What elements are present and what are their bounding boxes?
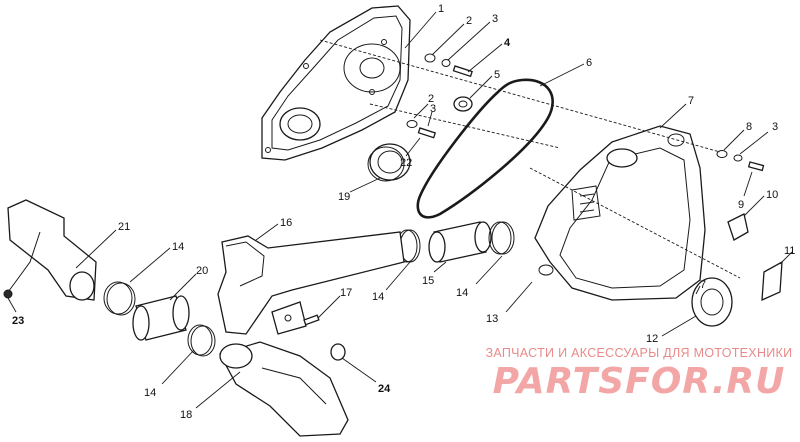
callout-9: 9: [738, 199, 744, 211]
watermark: ЗАПЧАСТИ И АКСЕССУАРЫ ДЛЯ МОТОТЕХНИКИ PA…: [480, 346, 798, 402]
callout-14-upper: 14: [172, 241, 184, 253]
callout-24: 24: [378, 383, 391, 395]
callout-4: 4: [504, 37, 511, 49]
watermark-logo: PARTSFOR.RU: [492, 361, 786, 402]
hose-clamp-right: [488, 221, 515, 255]
callout-12: 12: [646, 333, 658, 345]
callout-17: 17: [340, 287, 352, 299]
callout-3-right: 3: [772, 121, 778, 133]
callout-20: 20: [196, 265, 208, 277]
callout-5: 5: [494, 69, 500, 81]
callout-2-lower: 2: [428, 93, 434, 105]
callout-1: 1: [438, 3, 444, 15]
callout-7-lower: 7: [700, 279, 706, 291]
callout-19: 19: [338, 191, 350, 203]
callout-22: 22: [400, 157, 412, 169]
drive-belt: [416, 78, 554, 219]
cover-insert: [761, 260, 783, 302]
callout-14-right: 14: [456, 287, 468, 299]
callout-6: 6: [586, 57, 592, 69]
washer-set-upper: [406, 53, 473, 139]
callout-15: 15: [422, 275, 434, 287]
seal-ring: [367, 143, 411, 182]
callout-14-lower: 14: [144, 387, 156, 399]
callout-16: 16: [280, 217, 292, 229]
inner-clutch-cover: [261, 5, 411, 161]
cover-plug: [727, 213, 749, 241]
callout-2: 2: [466, 15, 472, 27]
lower-air-duct: [219, 341, 349, 437]
callout-7: 7: [688, 95, 694, 107]
callout-21: 21: [118, 221, 130, 233]
callout-labels: 1 2 3 4 5 6 2 3 22 19 7 8 3 9 10 11 21 1…: [12, 3, 795, 421]
intake-duct-mid: [428, 221, 492, 263]
coupler-sleeve: [132, 295, 190, 341]
callout-3: 3: [492, 13, 498, 25]
callout-23: 23: [12, 315, 24, 327]
watermark-tagline: ЗАПЧАСТИ И АКСЕССУАРЫ ДЛЯ МОТОТЕХНИКИ: [485, 346, 793, 360]
callout-10: 10: [766, 189, 778, 201]
inspection-plate: [691, 277, 733, 327]
callout-18: 18: [180, 409, 192, 421]
outer-clutch-cover: [534, 125, 706, 301]
callout-13: 13: [486, 313, 498, 325]
intake-air-duct: [217, 231, 405, 335]
callout-3-lower: 3: [430, 103, 436, 115]
callout-8: 8: [746, 121, 752, 133]
washer-set-right: [716, 150, 765, 172]
hose-clamp-left: [103, 281, 136, 316]
callout-14-mid: 14: [372, 291, 384, 303]
callout-11: 11: [784, 245, 795, 257]
hose-clamp-lower: [187, 324, 216, 357]
left-elbow-duct: [3, 199, 97, 301]
leader-lines: [7, 11, 793, 409]
